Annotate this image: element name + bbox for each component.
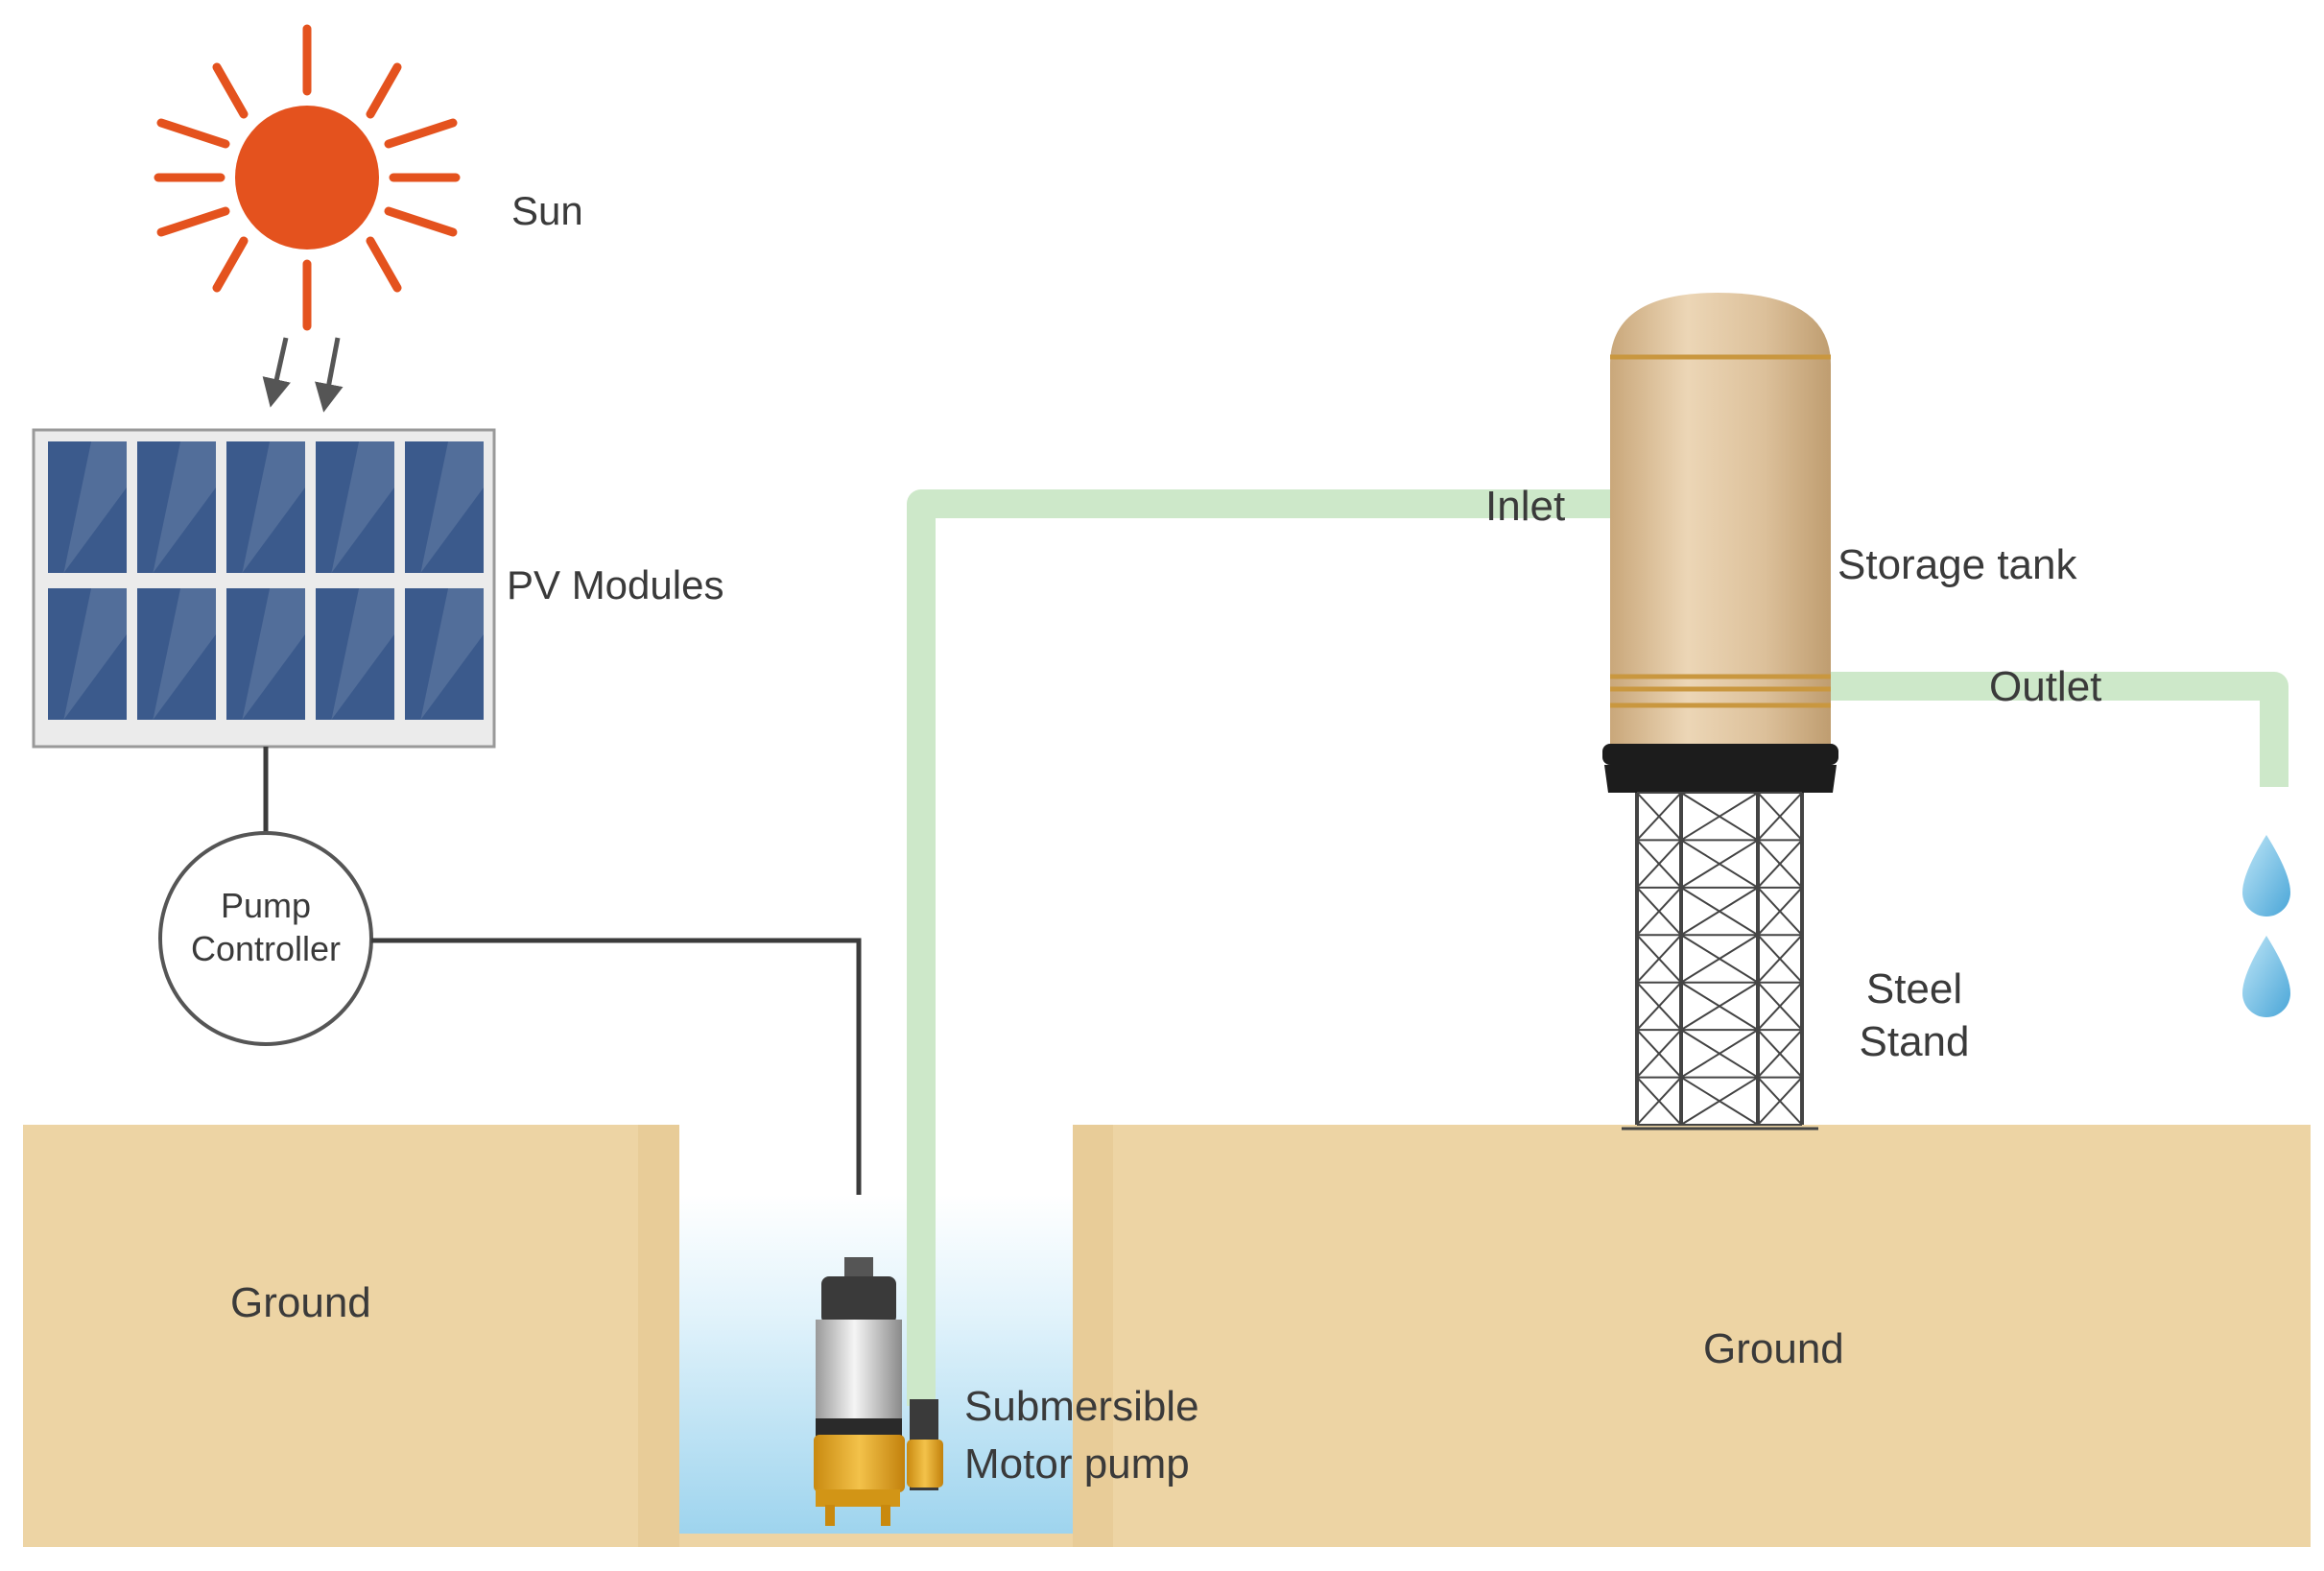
- stand-brace-diagonal: [1757, 982, 1803, 1031]
- pv-cell: [316, 441, 394, 573]
- pv-cell-glare: [242, 441, 305, 573]
- ground-right-label: Ground: [1703, 1325, 1844, 1372]
- sun-disc: [235, 106, 379, 250]
- stand-brace-diagonal: [1757, 792, 1803, 842]
- stand-brace-diagonal: [1636, 887, 1682, 936]
- water-droplet-2: [2242, 936, 2290, 1017]
- pv-cell-glare: [331, 441, 394, 573]
- pv-cell: [137, 441, 216, 573]
- storage-tank-label: Storage tank: [1838, 541, 2077, 588]
- outlet-pipe: [1823, 672, 2288, 787]
- pv-cell-glare: [242, 588, 305, 720]
- pump-controller-label-line2: Controller: [190, 929, 342, 968]
- pv-cell-glare: [420, 588, 484, 720]
- pump-cable: [371, 938, 862, 1276]
- pv-cell: [405, 441, 484, 573]
- well-wall-right: [1073, 1125, 1113, 1547]
- stand-brace-diagonal: [1636, 1029, 1682, 1079]
- pump-controller-label-line1: Pump: [220, 886, 312, 925]
- stand-brace-diagonal: [1757, 887, 1803, 936]
- stand-brace-diagonal: [1757, 1029, 1803, 1079]
- stand-brace-diagonal: [1757, 839, 1803, 889]
- well-bottom: [679, 1534, 1073, 1547]
- pv-cell-glare: [331, 588, 394, 720]
- steel-stand: [1622, 792, 1818, 1131]
- stand-brace-diagonal: [1757, 1076, 1803, 1126]
- well-wall-left: [638, 1125, 679, 1547]
- pv-cell-glare: [420, 441, 484, 573]
- inlet-label: Inlet: [1485, 483, 1566, 530]
- stand-brace-diagonal: [1636, 982, 1682, 1031]
- sun-label: Sun: [511, 188, 583, 233]
- inlet-pipe: [907, 489, 1622, 1406]
- pv-modules-label: PV Modules: [507, 562, 724, 607]
- pv-cell-glare: [153, 588, 216, 720]
- stand-brace-diagonal: [1680, 792, 1759, 842]
- outlet-label: Outlet: [1989, 663, 2102, 710]
- ground-left-label: Ground: [230, 1279, 371, 1326]
- stand-brace-diagonal: [1680, 981, 1759, 1031]
- pump-label-line1: Submersible: [964, 1383, 1199, 1430]
- sunlight-arrows: [262, 337, 344, 413]
- pv-cell: [316, 588, 394, 720]
- pv-cell-glare: [63, 441, 127, 573]
- steel-stand-label-line1: Steel: [1865, 965, 1963, 1012]
- pv-cell-glare: [63, 588, 127, 720]
- stand-brace-diagonal: [1636, 792, 1682, 842]
- stand-brace-diagonal: [1636, 839, 1682, 889]
- sun: [154, 24, 461, 331]
- pump-label-line2: Motor pump: [964, 1440, 1190, 1488]
- pv-cells: [48, 441, 484, 720]
- stand-brace-diagonal: [1636, 934, 1682, 984]
- pv-cell: [226, 588, 305, 720]
- sun-rays: [154, 24, 461, 331]
- pv-cell: [48, 441, 127, 573]
- stand-brace-diagonal: [1680, 887, 1759, 937]
- pv-panel: [32, 428, 496, 749]
- pv-cell: [226, 441, 305, 573]
- pv-cell: [48, 588, 127, 720]
- stand-brace-diagonal: [1757, 934, 1803, 984]
- submersible-pump: [814, 1257, 943, 1526]
- stand-brace-diagonal: [1680, 1029, 1759, 1079]
- stand-brace-diagonal: [1636, 1076, 1682, 1126]
- stand-brace-diagonal: [1680, 839, 1759, 889]
- ground-left: [23, 1125, 679, 1547]
- stand-brace-diagonal: [1680, 1076, 1759, 1126]
- pv-cell: [405, 588, 484, 720]
- stand-brace-diagonal: [1680, 934, 1759, 984]
- water-droplet-1: [2242, 835, 2290, 916]
- steel-stand-label-line2: Stand: [1859, 1018, 1970, 1065]
- ground-right: [1073, 1125, 2311, 1547]
- pv-cell-glare: [153, 441, 216, 573]
- pv-cell: [137, 588, 216, 720]
- storage-tank: [1602, 293, 1838, 793]
